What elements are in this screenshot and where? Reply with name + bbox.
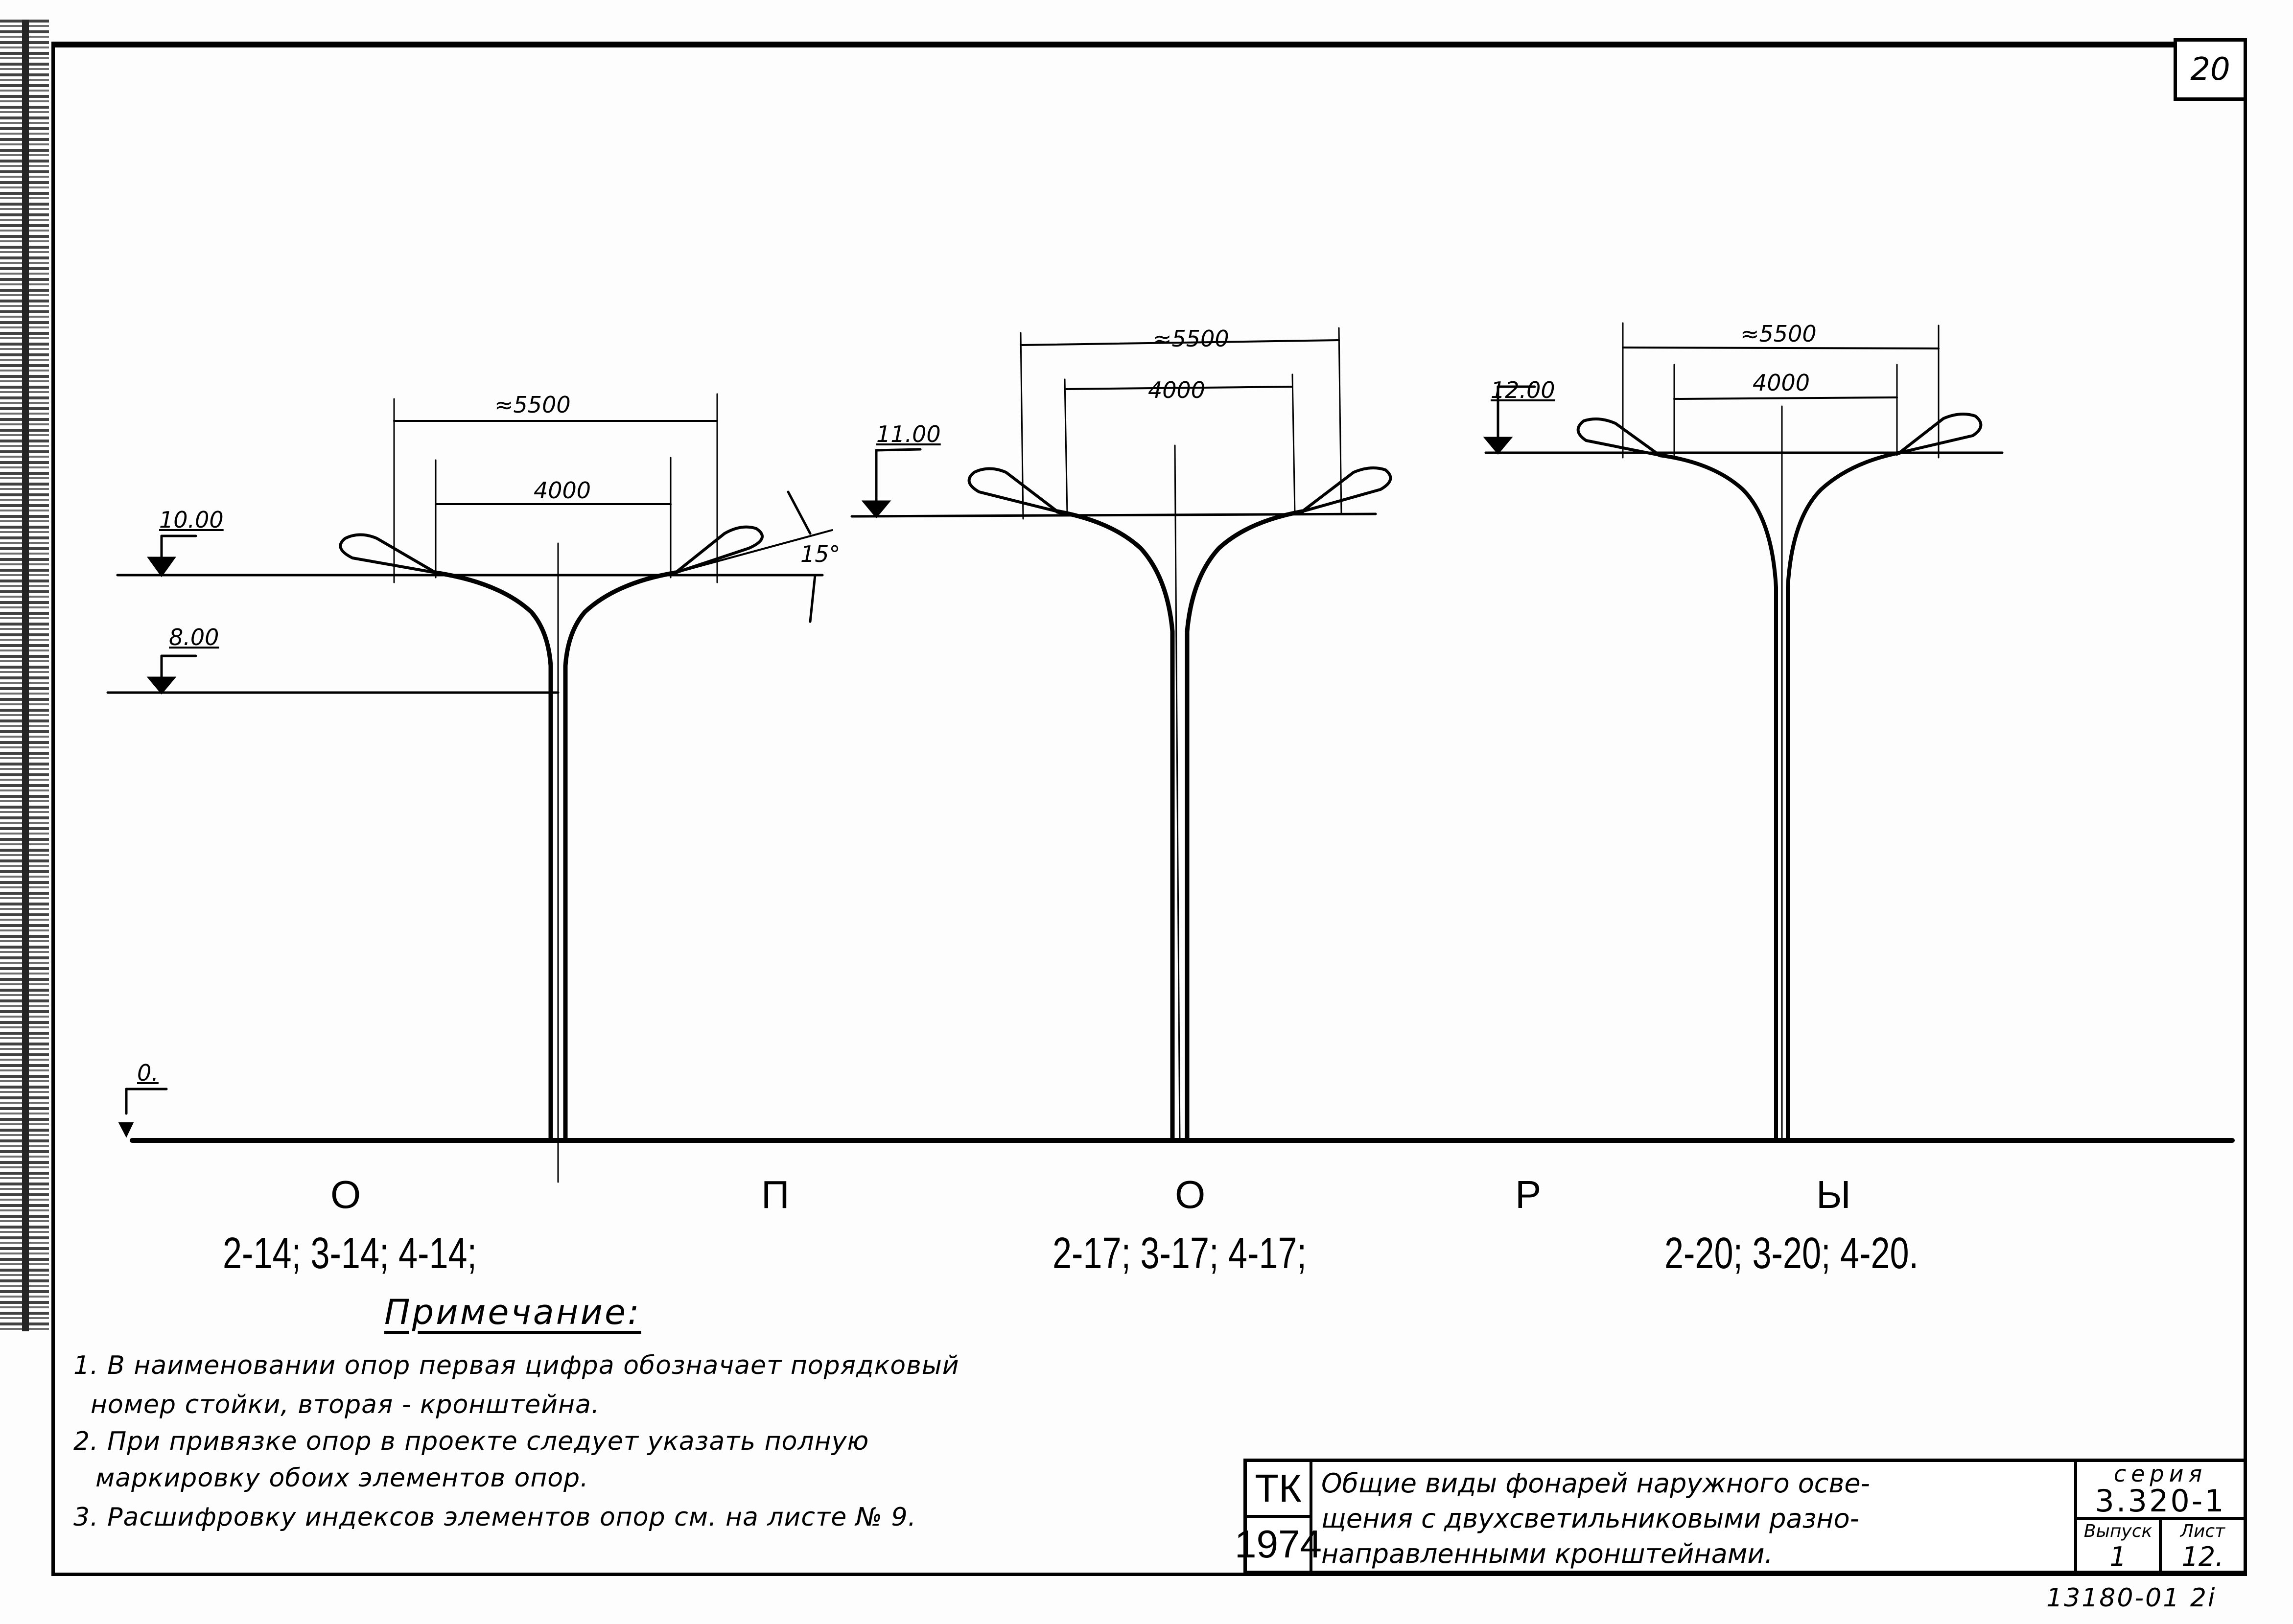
heading-letter-2: П [761, 1173, 790, 1216]
issue-value: 1 [2109, 1541, 2127, 1572]
title-block: ТК 1974 Общие виды фонарей наружного осв… [1235, 1459, 2247, 1574]
page-number: 20 [2190, 51, 2230, 88]
pole-20-marks: 2-20; 3-20; 4-20. [1664, 1229, 1919, 1278]
pole-20-outer-span: ≈5500 [1740, 321, 1817, 347]
pole-14-column-top-level: 8.00 [169, 624, 219, 650]
pole-14-geometry [106, 393, 833, 1183]
drawing-title-line-1: Общие виды фонарей наружного осве- [1321, 1468, 1871, 1499]
heading-letter-3: О [1175, 1173, 1206, 1216]
title-block-meta: серия 3.320-1 Выпуск 1 Лист 12. [2077, 1462, 2244, 1571]
title-block-org: ТК 1974 [1235, 1462, 1322, 1571]
issue-label: Выпуск [2083, 1521, 2153, 1541]
sheet-cell: Лист 12. [2162, 1520, 2244, 1571]
note-line-2: номер стойки, вторая - кронштейна. [91, 1390, 600, 1419]
sheet-value: 12. [2181, 1541, 2224, 1572]
heading-letter-4: Р [1515, 1173, 1542, 1216]
drawing-title-line-2: щения с двухсветильниковыми разно- [1321, 1503, 1860, 1534]
note-line-3: 2. При привязке опор в проекте следует у… [73, 1427, 869, 1456]
notes-title: Примечание: [384, 1292, 641, 1332]
pole-20-bracket-level: 12.00 [1491, 377, 1555, 403]
heading-letter-1: О [330, 1173, 361, 1216]
drawing-title-line-3: направленными кронштейнами. [1321, 1538, 1773, 1569]
ground-level-label: 0. [137, 1060, 159, 1086]
series-cell: серия 3.320-1 [2077, 1462, 2244, 1520]
page-number-box: 20 [2174, 38, 2247, 101]
note-line-4: маркировку обоих элементов опор. [95, 1463, 589, 1493]
pole-20-inner-span: 4000 [1753, 370, 1810, 396]
pole-17-outer-span: ≈5500 [1153, 325, 1229, 352]
org-year: 1974 [1235, 1522, 1322, 1566]
pole-17-geometry [850, 327, 1392, 1143]
pole-14-outer-span: ≈5500 [494, 392, 571, 418]
archive-number: 13180-01 2i [2046, 1583, 2217, 1613]
binding-stamp-strip [0, 20, 49, 1331]
pole-14-bracket-level: 10.00 [159, 507, 224, 533]
pole-17-inner-span: 4000 [1148, 377, 1206, 403]
pole-14-marks: 2-14; 3-14; 4-14; [223, 1229, 477, 1278]
pole-17-marks: 2-17; 3-17; 4-17; [1053, 1229, 1307, 1278]
drawing-title: Общие виды фонарей наружного осве- щения… [1312, 1462, 2077, 1571]
bracket-angle-label: 15° [800, 541, 841, 567]
pole-14-inner-span: 4000 [534, 477, 591, 504]
note-line-5: 3. Расшифровку индексов элементов опор с… [73, 1503, 917, 1532]
note-line-1: 1. В наименовании опор первая цифра обоз… [73, 1351, 959, 1380]
sheet-label: Лист [2180, 1521, 2225, 1541]
issue-cell: Выпуск 1 [2077, 1520, 2162, 1571]
series-label: серия [2113, 1461, 2207, 1487]
ground-level-marker [118, 1088, 168, 1138]
heading-letter-5: Ы [1816, 1173, 1851, 1216]
org-code: ТК [1247, 1462, 1310, 1518]
series-value: 3.320-1 [2095, 1483, 2226, 1519]
pole-20-geometry [1483, 322, 2004, 1142]
drawing-frame [51, 42, 2247, 1576]
pole-17-bracket-level: 11.00 [876, 421, 941, 447]
